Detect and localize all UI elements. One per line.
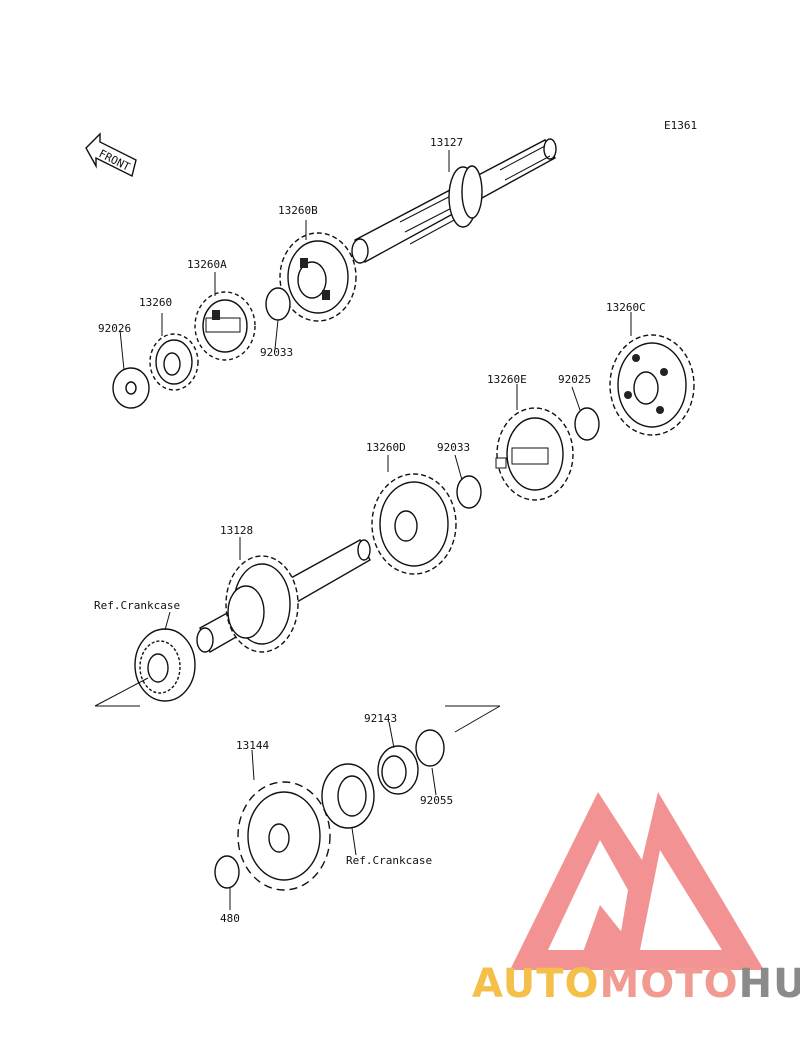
label-92026: 92026 — [98, 322, 131, 335]
washer-92026 — [112, 367, 150, 409]
gear-13260D — [371, 473, 457, 575]
label-13260E: 13260E — [487, 373, 527, 386]
label-ref-crankcase-1: Ref.Crankcase — [94, 599, 180, 612]
label-92143: 92143 — [364, 712, 397, 725]
shaft-13127 — [351, 138, 557, 264]
label-92055: 92055 — [420, 794, 453, 807]
leader-crankcase-1 — [94, 677, 149, 707]
label-13260D: 13260D — [366, 441, 406, 454]
collar-92143 — [377, 745, 419, 795]
watermark-logo — [510, 792, 764, 970]
oil-seal — [321, 763, 375, 829]
label-13260: 13260 — [139, 296, 172, 309]
oring-92055 — [415, 729, 445, 767]
diagram-code: E1361 — [664, 119, 697, 132]
label-13260A: 13260A — [187, 258, 227, 271]
leaders — [119, 150, 632, 910]
bearing-crankcase — [134, 628, 196, 702]
label-92025: 92025 — [558, 373, 591, 386]
watermark-hub: HUB — [739, 961, 800, 1007]
gear-13260B — [279, 232, 357, 322]
label-13260C: 13260C — [606, 301, 646, 314]
label-13128: 13128 — [220, 524, 253, 537]
washer-92025 — [574, 407, 600, 441]
watermark-text: AUTOMOTOHUB — [472, 961, 800, 1007]
leader-crankcase-2 — [445, 705, 501, 733]
circlip-92033-b — [456, 475, 482, 509]
gear-13260C — [609, 334, 695, 436]
sprocket-13144 — [237, 781, 331, 891]
gear-13260A — [194, 291, 256, 361]
gear-13260E — [495, 407, 574, 501]
circlip-92033-a — [265, 287, 291, 321]
label-ref-crankcase-2: Ref.Crankcase — [346, 854, 432, 867]
gear-13260 — [149, 333, 199, 391]
label-92033-a: 92033 — [260, 346, 293, 359]
label-92033-b: 92033 — [437, 441, 470, 454]
label-480: 480 — [220, 912, 240, 925]
front-arrow-icon: FRONT — [85, 132, 137, 178]
watermark-auto: AUTO — [472, 961, 600, 1007]
watermark-moto: MOTO — [600, 961, 739, 1007]
shaft-13128 — [196, 539, 371, 654]
label-13144: 13144 — [236, 739, 269, 752]
label-13260B: 13260B — [278, 204, 318, 217]
circlip-480 — [214, 855, 240, 889]
label-13127: 13127 — [430, 136, 463, 149]
